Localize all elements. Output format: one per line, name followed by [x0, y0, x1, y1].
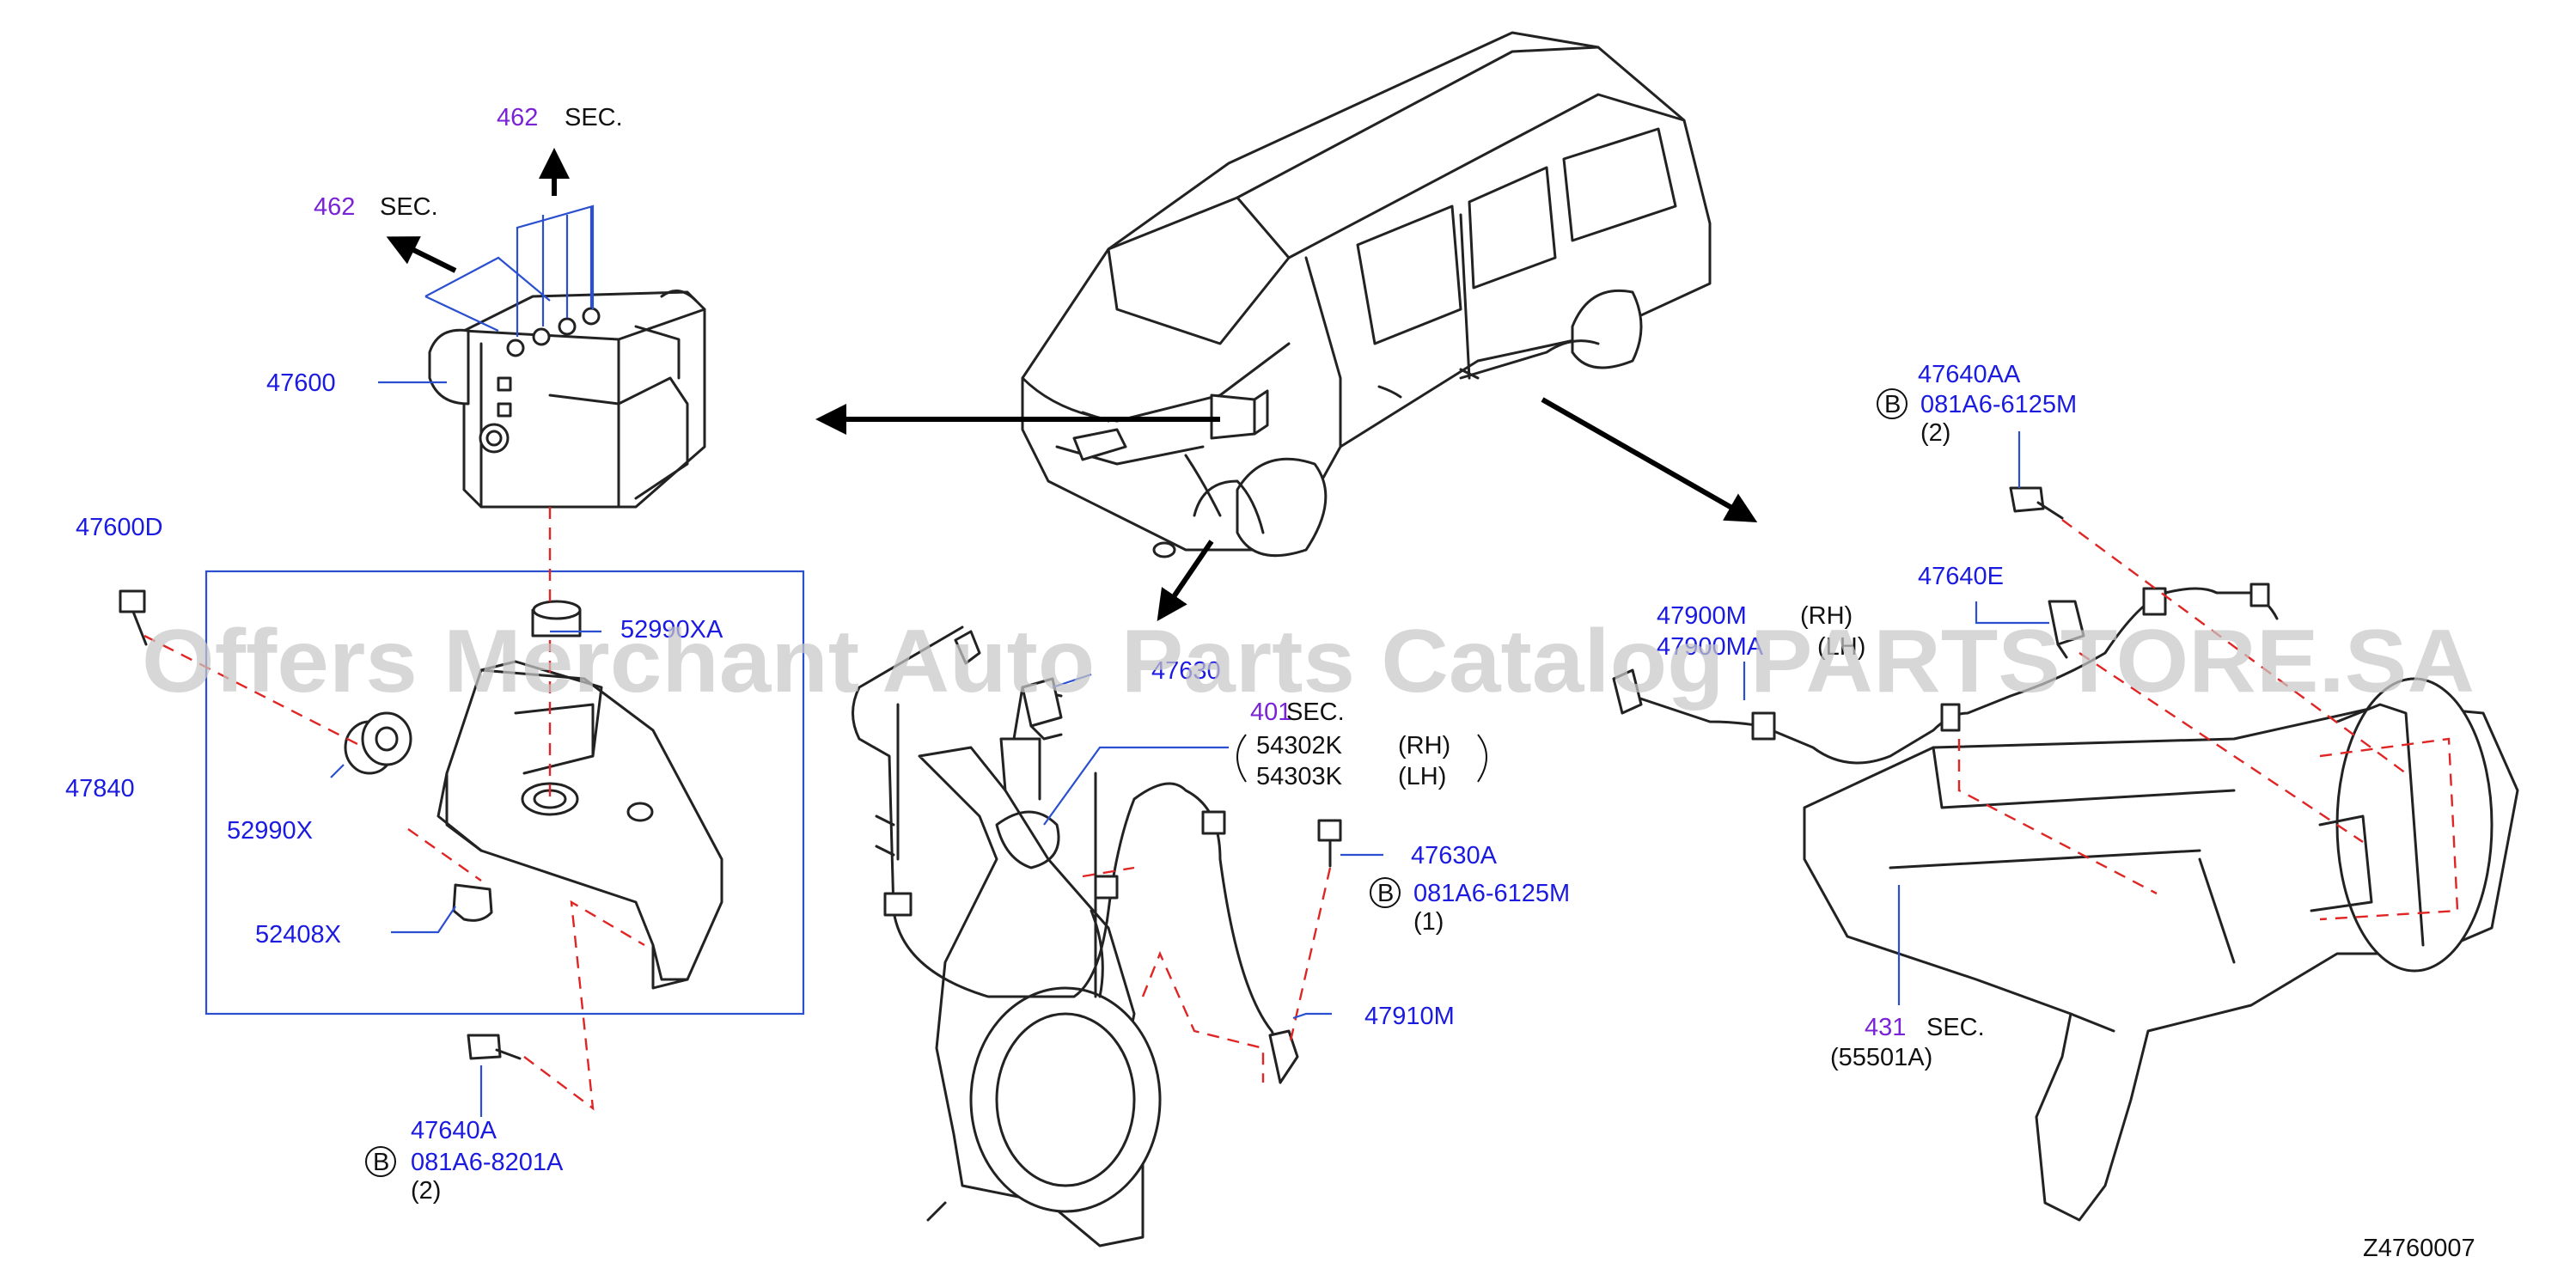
bushing-icon-2[interactable]: [344, 711, 412, 775]
bracket-guides: [143, 507, 645, 1117]
badge-b-3-text: B: [1884, 391, 1901, 418]
sec-arrow-left: [386, 236, 457, 273]
label-55501A[interactable]: (55501A): [1830, 1044, 1932, 1071]
bracket-drawing[interactable]: [436, 660, 723, 990]
rear-sensor-wire[interactable]: [1612, 583, 2279, 765]
label-54303K[interactable]: 54303K: [1256, 763, 1343, 790]
rear-axle-drawing[interactable]: [1803, 677, 2519, 1222]
watermark: Offers Merchant Auto Parts Catalog PARTS…: [142, 612, 2475, 711]
bolt-icon[interactable]: [119, 589, 148, 646]
sec-462-left-text: SEC.: [380, 193, 438, 221]
qty-b2: (1): [1413, 908, 1444, 936]
label-52408X[interactable]: 52408X: [255, 921, 341, 949]
badge-b-1: [365, 1146, 396, 1177]
bolt-icon-rear[interactable]: [2009, 486, 2064, 520]
sec-462-top-text: SEC.: [565, 104, 623, 131]
label-52990X[interactable]: 52990X: [227, 817, 313, 845]
label-47640E[interactable]: 47640E: [1918, 563, 2004, 590]
front-sensor-wire[interactable]: [852, 625, 1299, 1084]
label-47840[interactable]: 47840: [65, 775, 135, 802]
label-081A6-8201A[interactable]: 081A6-8201A: [411, 1149, 564, 1176]
sec-462-left-num[interactable]: 462: [314, 193, 355, 221]
label-081A6-6125M-rear[interactable]: 081A6-6125M: [1920, 391, 2077, 418]
vehicle-arrow-right: [1541, 397, 1758, 522]
clip-icon[interactable]: [1021, 677, 1063, 741]
bolt-icon-bottom[interactable]: [467, 1034, 522, 1060]
label-47600[interactable]: 47600: [266, 369, 336, 397]
bushing-icon[interactable]: [531, 600, 582, 638]
bolt-icon-front[interactable]: [1317, 819, 1342, 868]
abs-actuator-drawing[interactable]: [428, 290, 706, 509]
sec-431-text: SEC.: [1926, 1014, 1985, 1041]
label-47640AA[interactable]: 47640AA: [1918, 361, 2021, 388]
badge-b-2: [1370, 877, 1401, 908]
brace-left: [1236, 734, 1247, 783]
diagram-id: Z4760007: [2363, 1235, 2475, 1262]
label-081A6-6125M-front[interactable]: 081A6-6125M: [1413, 880, 1570, 907]
label-54302K-side: (RH): [1398, 732, 1450, 760]
badge-b-1-text: B: [373, 1149, 389, 1176]
label-47630[interactable]: 47630: [1151, 657, 1221, 685]
label-54302K[interactable]: 54302K: [1256, 732, 1343, 760]
brace-right: [1477, 734, 1487, 783]
sec-431-num[interactable]: 431: [1865, 1014, 1906, 1041]
label-47900M[interactable]: 47900M: [1657, 602, 1747, 630]
label-47640A[interactable]: 47640A: [411, 1117, 497, 1144]
label-47910M[interactable]: 47910M: [1364, 1003, 1455, 1030]
sec-462-top-num[interactable]: 462: [497, 104, 538, 131]
badge-b-3: [1877, 388, 1908, 419]
abs-leaders: [378, 204, 595, 384]
sec-401-num[interactable]: 401: [1250, 699, 1291, 726]
bracket-assembly-box: [204, 570, 805, 1016]
rear-guides: [1743, 431, 2407, 1005]
label-47600D[interactable]: 47600D: [76, 514, 163, 541]
rivet-icon[interactable]: [452, 883, 493, 922]
sec-401-text: SEC.: [1286, 699, 1345, 726]
label-47900MA-side: (LH): [1817, 633, 1865, 661]
label-52990XA[interactable]: 52990XA: [620, 616, 723, 644]
qty-b1: (2): [411, 1177, 441, 1205]
label-47900M-side: (RH): [1800, 602, 1853, 630]
front-sensor-drawing[interactable]: [896, 686, 1162, 1248]
vehicle-arrow-down: [1157, 540, 1214, 621]
front-guides: [1043, 673, 1383, 1083]
vehicle-drawing[interactable]: [1021, 31, 1712, 558]
badge-b-2-text: B: [1377, 880, 1394, 907]
qty-b3: (2): [1920, 419, 1950, 447]
label-47900MA[interactable]: 47900MA: [1657, 633, 1764, 661]
clip-icon-rear[interactable]: [2048, 600, 2085, 659]
label-47630A[interactable]: 47630A: [1411, 842, 1498, 869]
label-54303K-side: (LH): [1398, 763, 1446, 790]
